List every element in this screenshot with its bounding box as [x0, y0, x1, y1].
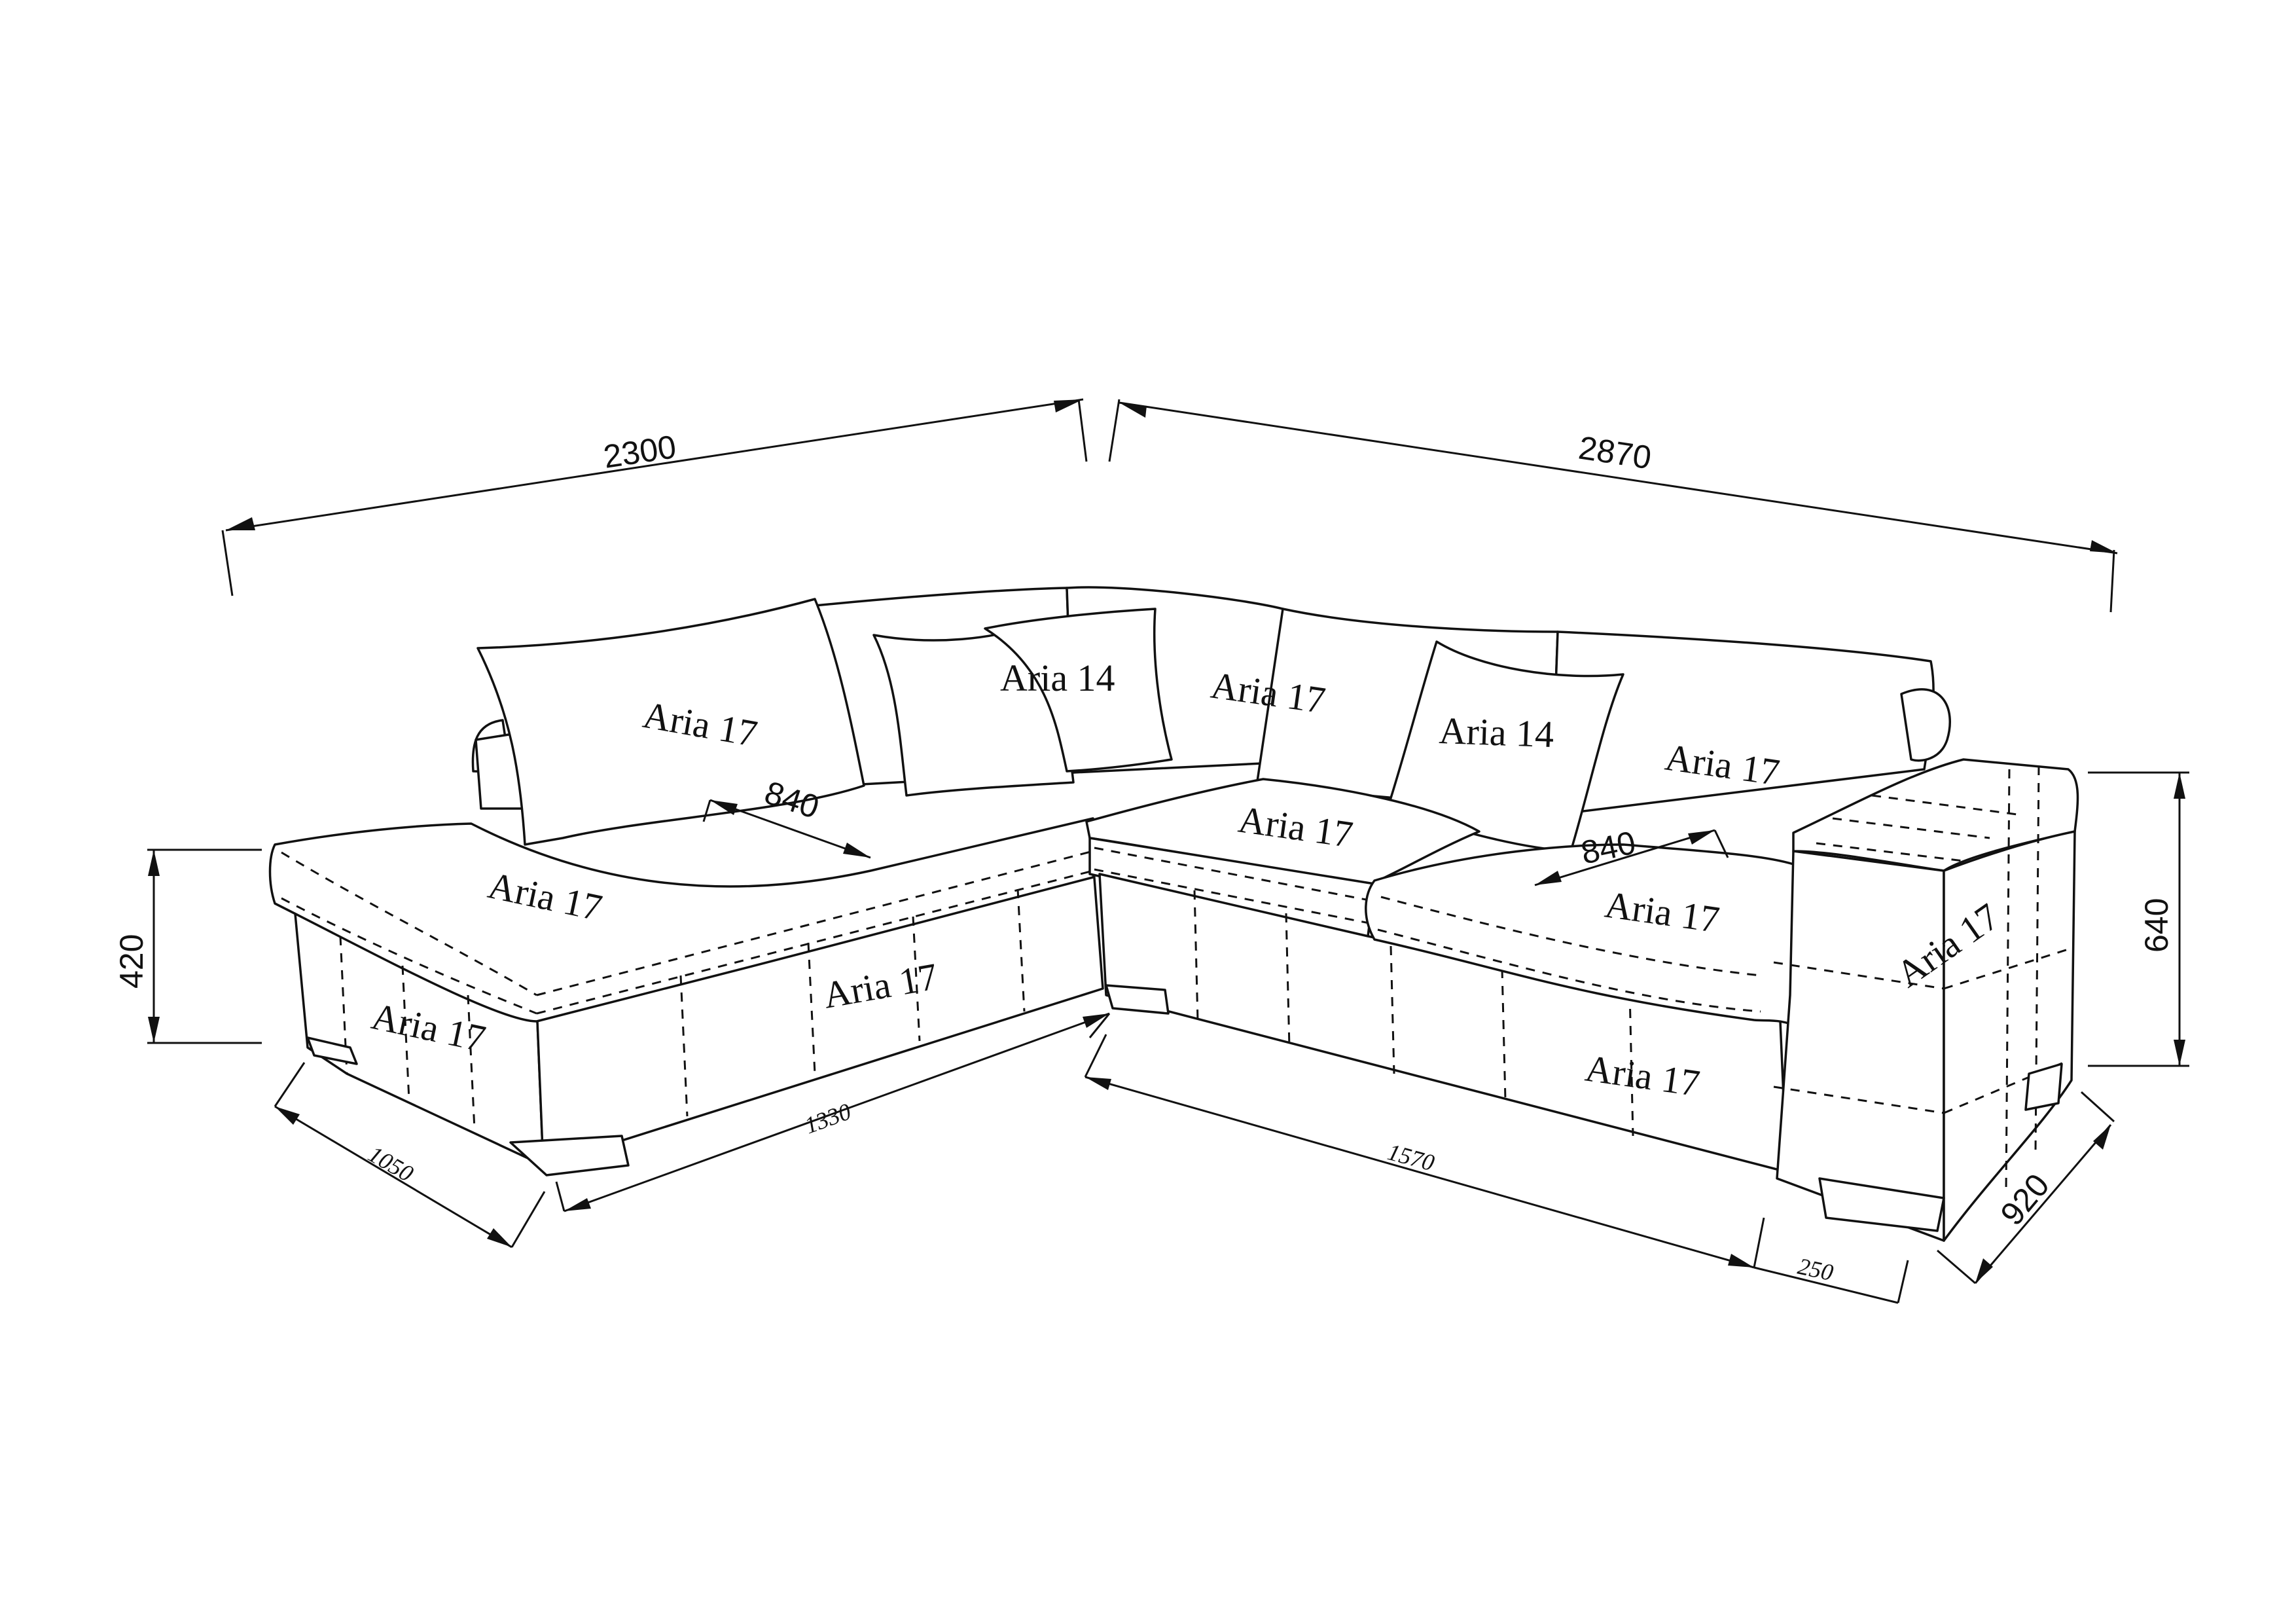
chaise-seat	[268, 817, 1100, 1023]
dim-640: 640	[2138, 898, 2175, 953]
dim-420: 420	[113, 934, 150, 989]
chaise	[268, 817, 1104, 1176]
dimension-lines	[147, 398, 2189, 1304]
back-pillows	[476, 598, 1624, 852]
dim-1330: 1330	[801, 1098, 854, 1139]
dim-2870: 2870	[1576, 429, 1653, 476]
chaise-leg-back	[306, 1036, 358, 1065]
center-pillow	[984, 608, 1173, 773]
label-left-small-pillow: Aria 14	[1000, 657, 1115, 699]
right-section	[1085, 778, 1801, 1173]
chaise-leg-front	[509, 1135, 630, 1176]
dimension-labels: 2300 2870 420 640 1050 1330 1570 250 920…	[113, 428, 2175, 1286]
dim-1570: 1570	[1385, 1139, 1437, 1176]
armrest-leg-back	[2024, 1063, 2063, 1111]
dim-920: 920	[1994, 1167, 2057, 1232]
right-seat	[1365, 843, 1801, 1029]
armrest-leg-front	[1818, 1177, 1945, 1232]
dim-2300: 2300	[601, 428, 678, 475]
label-right-small-pillow: Aria 14	[1439, 709, 1555, 756]
dim-1050: 1050	[364, 1140, 418, 1187]
left-back-pillow	[476, 598, 865, 846]
armrest	[1773, 758, 2079, 1242]
corner-leg	[1105, 984, 1170, 1015]
dim-250: 250	[1795, 1253, 1835, 1286]
